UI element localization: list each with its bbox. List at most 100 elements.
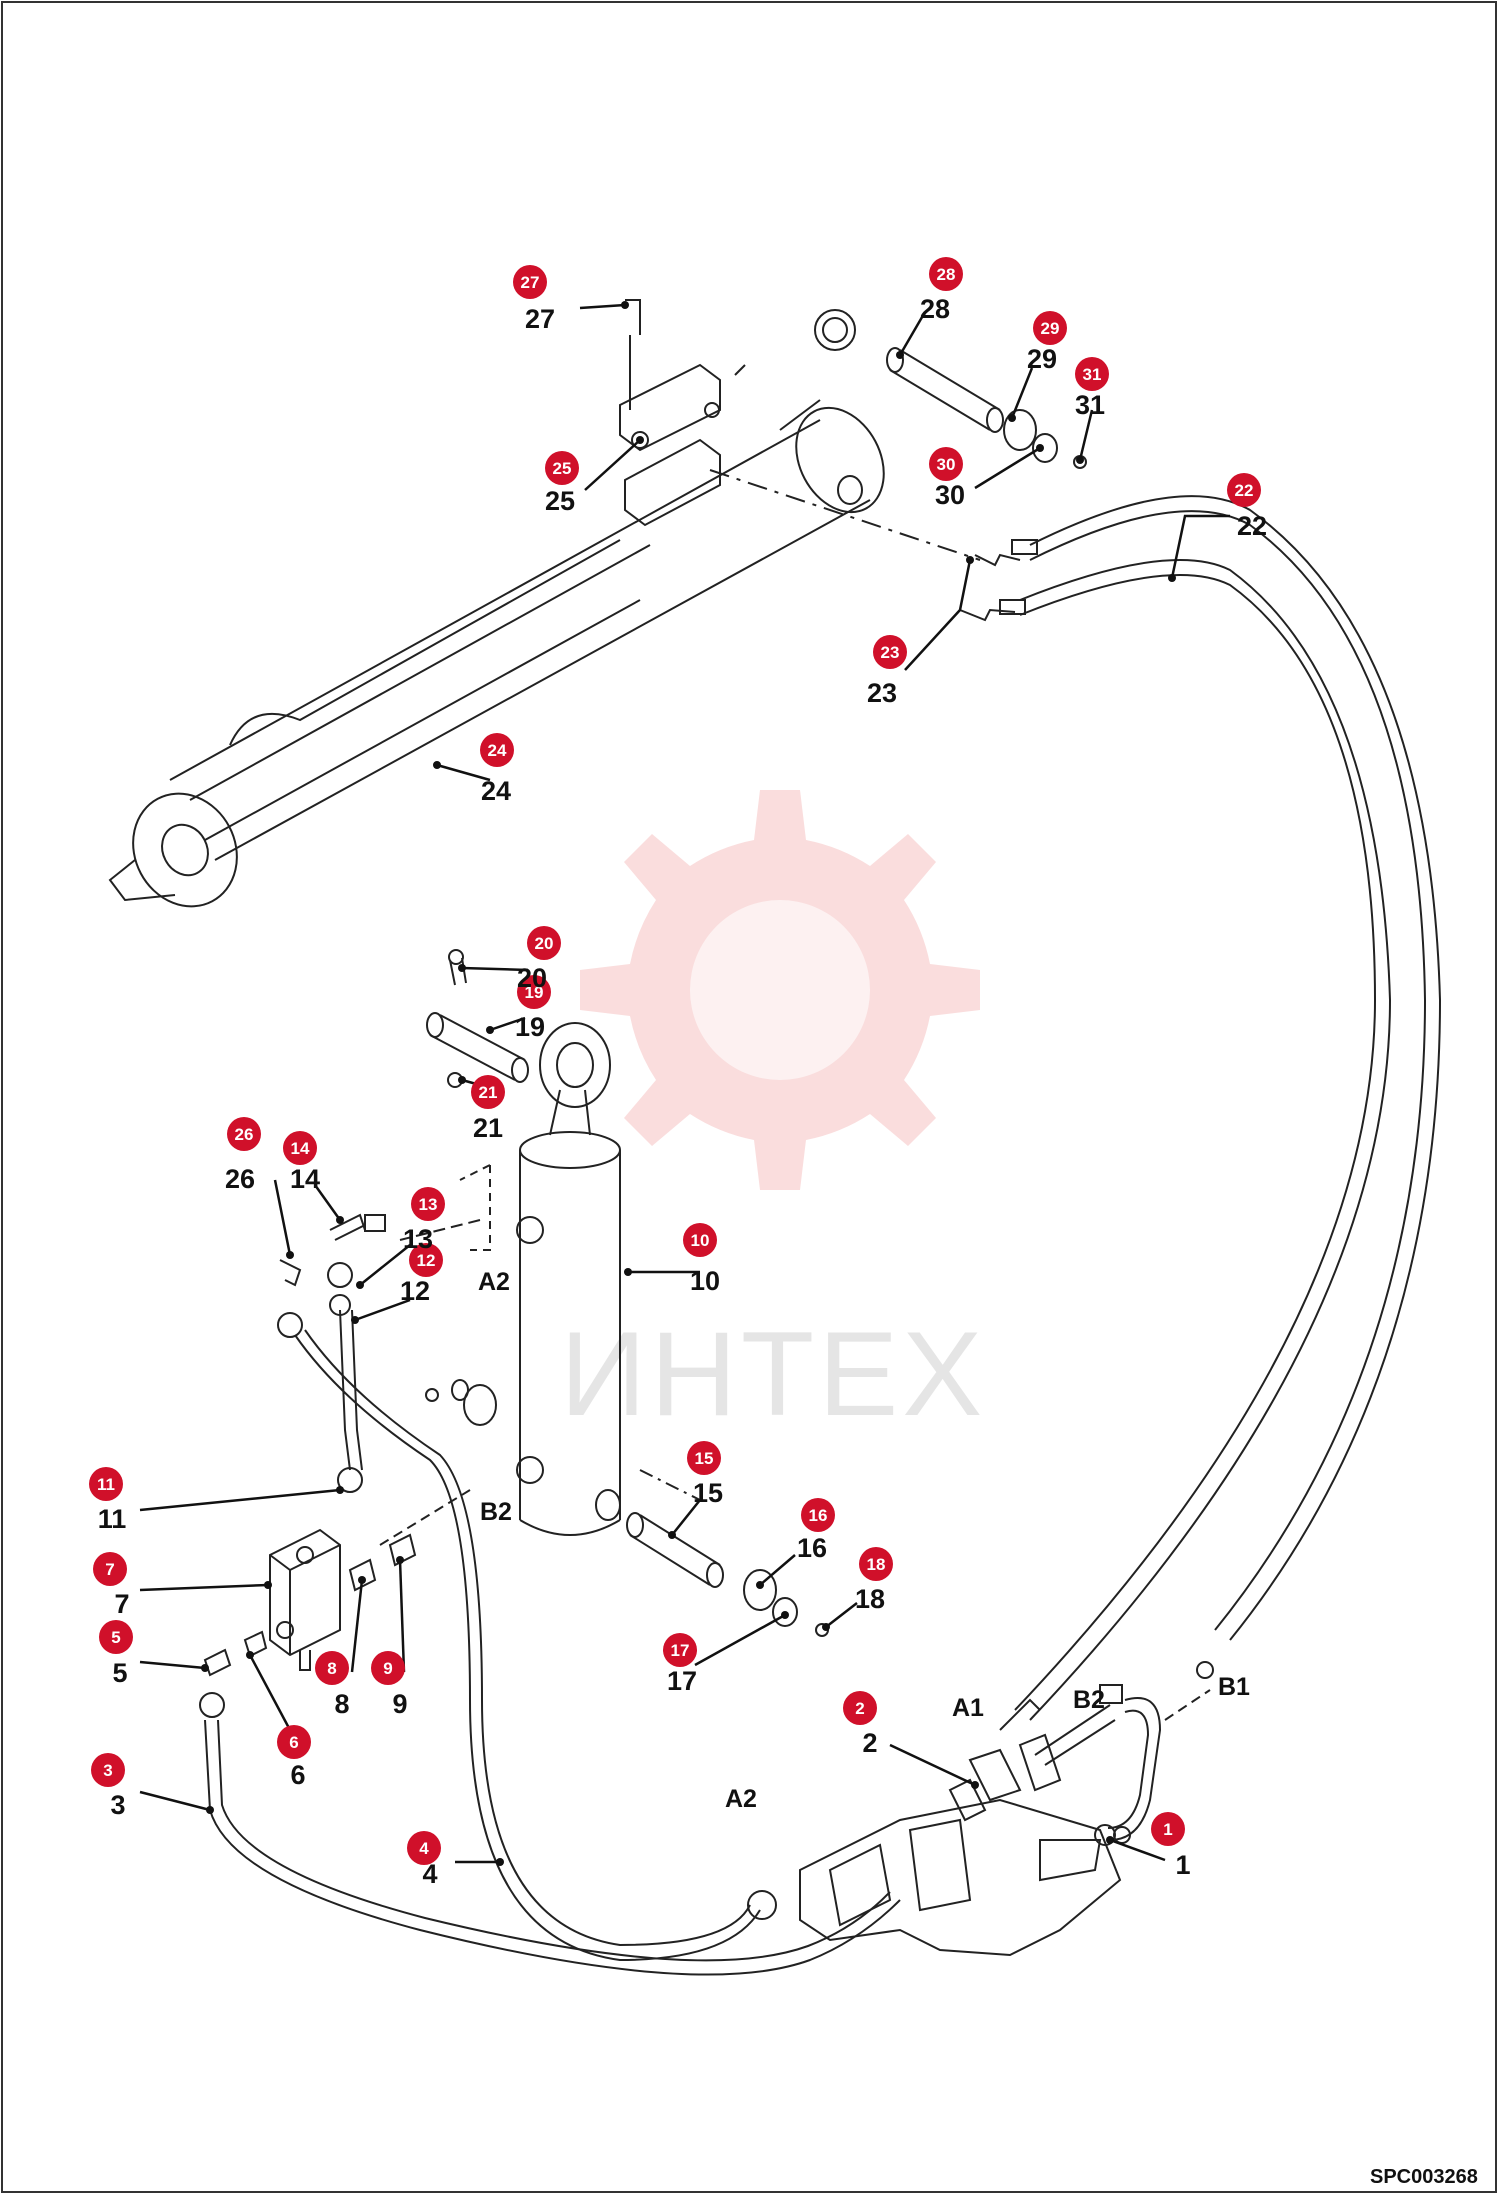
- callout-label-14: 14: [290, 1164, 320, 1194]
- leader-dot-3: [206, 1806, 214, 1814]
- leader-dot-23: [966, 556, 974, 564]
- callout-label-15: 15: [693, 1478, 723, 1508]
- control-valve: [799, 1661, 1214, 1957]
- callout-label-31: 31: [1075, 390, 1105, 420]
- callout-label-26: 26: [225, 1164, 255, 1194]
- callout-badge-number-18: 18: [867, 1555, 886, 1574]
- leader-dot-18: [822, 1623, 830, 1631]
- watermark-text: ИНТЕХ: [560, 1307, 986, 1441]
- leader-dot-24: [433, 761, 441, 769]
- elbow-fittings-23: [959, 539, 1038, 622]
- callout-label-1: 1: [1175, 1850, 1190, 1880]
- leader-dot-8: [358, 1576, 366, 1584]
- callout-2: 22: [843, 1691, 979, 1789]
- callout-badge-10: [683, 1223, 717, 1257]
- callout-4: 44: [407, 1831, 504, 1889]
- callout-label-20: 20: [517, 963, 547, 993]
- leader-line-12: [354, 1298, 411, 1322]
- callout-badge-number-22: 22: [1235, 481, 1254, 500]
- callout-badge-15: [687, 1441, 721, 1475]
- callout-6: 66: [246, 1651, 311, 1790]
- leader-line-5: [139, 1660, 206, 1670]
- callout-badge-27: [513, 265, 547, 299]
- leader-line-9: [398, 1559, 406, 1673]
- callout-badge-12: [409, 1243, 443, 1277]
- callout-badge-5: [99, 1620, 133, 1654]
- callout-badge-25: [545, 451, 579, 485]
- leader-dot-2: [971, 1781, 979, 1789]
- callout-label-17: 17: [667, 1666, 697, 1696]
- callout-5: 55: [99, 1620, 209, 1688]
- callout-badge-23: [873, 635, 907, 669]
- leader-line-11: [139, 1488, 341, 1512]
- leader-line-28: [898, 311, 927, 356]
- leader-line-7: [139, 1583, 269, 1592]
- leader-dot-7: [264, 1581, 272, 1589]
- callout-badge-number-28: 28: [937, 265, 956, 284]
- callout-badge-number-10: 10: [691, 1231, 710, 1250]
- fittings-upper-left: [277, 1213, 481, 1338]
- callout-8: 88: [315, 1576, 366, 1719]
- leader-dot-26: [286, 1251, 294, 1259]
- callout-label-24: 24: [481, 776, 511, 806]
- leader-line-24: [436, 763, 491, 782]
- callout-badge-number-19: 19: [525, 983, 544, 1002]
- port-labels: A1 B2 B1 A2 B2 A2: [478, 1268, 1250, 1813]
- callout-badge-14: [283, 1131, 317, 1165]
- leader-dot-9: [396, 1556, 404, 1564]
- callout-badge-3: [91, 1753, 125, 1787]
- callout-badge-9: [371, 1651, 405, 1685]
- callout-badge-number-15: 15: [695, 1449, 714, 1468]
- callout-badge-number-29: 29: [1041, 319, 1060, 338]
- callout-badge-19: [517, 975, 551, 1009]
- leader-dot-15: [668, 1531, 676, 1539]
- leader-dot-30: [1036, 444, 1044, 452]
- leader-line-19: [489, 1016, 526, 1032]
- callout-label-27: 27: [525, 304, 555, 334]
- callout-label-2: 2: [862, 1728, 877, 1758]
- callout-26: 26 26: [225, 1117, 294, 1259]
- port-label-a2-cylinder: A2: [478, 1268, 510, 1296]
- callout-1: 11: [1106, 1812, 1191, 1880]
- leader-dot-22: [1168, 574, 1176, 582]
- callout-badge-29: [1033, 311, 1067, 345]
- callout-badge-18: [859, 1547, 893, 1581]
- callout-7: 77: [93, 1552, 272, 1619]
- callout-badge-8: [315, 1651, 349, 1685]
- leader-line-22: [1170, 514, 1230, 579]
- callout-badge-1: [1151, 1812, 1185, 1846]
- leader-dot-31: [1076, 456, 1084, 464]
- leader-line-27: [579, 303, 626, 310]
- port-label-a1: A1: [952, 1694, 984, 1722]
- callout-badge-number-8: 8: [327, 1659, 336, 1678]
- leader-dot-1: [1106, 1836, 1114, 1844]
- vertical-cylinder: [459, 1022, 621, 1536]
- drawing-code: SPC003268: [1370, 2166, 1478, 2188]
- leader-dot-16: [756, 1581, 764, 1589]
- callout-badge-number-11: 11: [97, 1475, 115, 1494]
- hoses-22: [1014, 495, 1442, 1721]
- callout-badge-number-26: 26: [235, 1125, 254, 1144]
- leader-dot-20: [458, 964, 466, 972]
- callout-badge-6: [277, 1725, 311, 1759]
- leader-dot-17: [781, 1611, 789, 1619]
- callout-label-16: 16: [797, 1533, 827, 1563]
- leader-line-30: [974, 446, 1041, 490]
- callout-badge-number-17: 17: [671, 1641, 690, 1660]
- leader-line-14: [313, 1184, 342, 1221]
- callout-badge-number-13: 13: [419, 1195, 438, 1214]
- boom-cylinder: [108, 299, 885, 908]
